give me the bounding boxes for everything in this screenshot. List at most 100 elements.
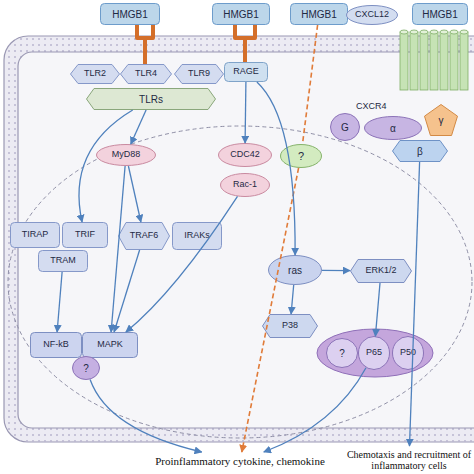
text-holder: ras — [268, 255, 322, 285]
text-holder: Chemotaxis and recruitment of inflammato… — [344, 446, 474, 474]
protein-hexagon: TLR9 — [174, 64, 224, 84]
node-label: P65 — [366, 348, 382, 358]
protein-ellipse: CXCL12 — [346, 5, 398, 25]
protein-ellipse: ? — [326, 338, 358, 368]
protein-box: TRIF — [62, 222, 108, 248]
protein-ellipse: Rac-1 — [220, 173, 270, 197]
text-holder: TLR9 — [174, 64, 224, 84]
text-holder: CDC42 — [218, 143, 272, 167]
protein-ellipse-fill — [327, 339, 358, 368]
protein-box-fill — [291, 4, 348, 25]
helix-top — [440, 30, 448, 34]
node-label: β — [417, 146, 423, 157]
node-label: TLRs — [139, 94, 163, 105]
text-holder: Rac-1 — [220, 173, 270, 197]
helix-body — [430, 32, 438, 90]
protein-box-fill — [225, 63, 268, 82]
protein-hexagon-fill — [175, 65, 224, 84]
protein-box-fill — [31, 333, 82, 358]
protein-box-fill — [63, 223, 108, 248]
protein-hexagon-fill — [71, 65, 120, 84]
node-label: ras — [288, 265, 302, 276]
transmembrane-helix — [410, 30, 418, 90]
protein-box: NF-kB — [30, 332, 82, 358]
protein-pentagon: γ — [424, 104, 458, 136]
text-holder: ERK1/2 — [350, 259, 412, 283]
text-holder: RAGE — [224, 62, 268, 82]
text-holder: TLR4 — [120, 64, 172, 84]
protein-box: HMGB1 — [100, 3, 160, 25]
node-label: Proinflammatory cytokine, chemokine — [155, 455, 325, 467]
protein-ellipse-fill — [219, 144, 272, 167]
signal-arrow — [131, 110, 146, 144]
signal-arrow — [257, 82, 295, 255]
protein-ellipse: α — [364, 116, 422, 140]
outcome-text: Chemotaxis and recruitment of inflammato… — [344, 446, 474, 474]
node-label: CXCR4 — [356, 102, 387, 112]
text-holder: α — [364, 116, 422, 140]
signal-arrow — [322, 270, 350, 272]
text-holder: HMGB1 — [100, 3, 160, 25]
protein-pentagon-fill — [425, 105, 458, 136]
protein-ellipse-fill — [347, 6, 398, 25]
protein-hexagon-fill — [87, 89, 216, 110]
outcome-text: Proinflammatory cytokine, chemokine — [130, 452, 350, 470]
text-holder: TRAF6 — [118, 222, 170, 250]
protein-ellipse: MyD88 — [96, 144, 156, 166]
signal-arrow — [264, 368, 366, 452]
text-holder: β — [392, 140, 448, 162]
signal-arrow — [291, 285, 294, 314]
protein-hexagon-fill — [351, 260, 412, 283]
text-holder: ? — [72, 356, 100, 380]
helix-top — [400, 30, 408, 34]
dashed-arrow — [242, 168, 299, 452]
node-label: P38 — [282, 321, 298, 331]
protein-hexagon: TLRs — [86, 88, 216, 110]
helix-top — [460, 30, 468, 34]
transmembrane-helix — [450, 30, 458, 90]
text-holder: P50 — [392, 336, 424, 370]
node-label: CXCL12 — [355, 10, 389, 20]
transmembrane-helix — [420, 30, 428, 90]
helix-body — [400, 32, 408, 90]
node-label: NF-kB — [43, 340, 69, 350]
node-label: TIRAP — [22, 230, 49, 240]
signal-arrow — [57, 272, 62, 332]
signal-arrow — [244, 82, 246, 143]
text-holder: CXCR4 — [342, 28, 474, 112]
protein-hexagon-fill — [119, 223, 170, 250]
protein-ellipse-fill — [359, 337, 390, 370]
protein-hexagon: ERK1/2 — [350, 259, 412, 283]
node-label: HMGB1 — [422, 9, 458, 20]
nucleus-boundary — [8, 126, 472, 438]
receptor-symbol-outline — [342, 28, 474, 112]
protein-hexagon: TRAF6 — [118, 222, 170, 250]
protein-ellipse: G — [330, 113, 360, 141]
text-holder: TIRAP — [10, 222, 60, 248]
node-label: ? — [298, 150, 304, 162]
protein-hexagon: P38 — [262, 314, 318, 338]
node-label: TRAM — [50, 256, 76, 266]
protein-ellipse: P50 — [392, 336, 424, 370]
node-label: HMGB1 — [112, 9, 148, 20]
node-label: ERK1/2 — [365, 266, 396, 276]
text-holder: γ — [424, 104, 458, 136]
text-holder: HMGB1 — [412, 3, 468, 25]
signal-arrow — [114, 250, 140, 332]
node-label: MAPK — [97, 340, 123, 350]
protein-ellipse-fill — [331, 114, 360, 141]
node-label: TRAF6 — [130, 231, 159, 241]
text-holder: MAPK — [82, 332, 138, 358]
helix-top — [450, 30, 458, 34]
node-label: IRAKs — [184, 231, 210, 241]
helix-body — [450, 32, 458, 90]
protein-ellipse: ras — [268, 255, 322, 285]
node-label: ? — [339, 348, 345, 359]
protein-box-fill — [39, 251, 88, 272]
helix-top — [430, 30, 438, 34]
text-holder: NF-kB — [30, 332, 82, 358]
text-holder: G — [330, 113, 360, 141]
helix-body — [440, 32, 448, 90]
signal-arrow — [126, 196, 238, 332]
node-label: P50 — [400, 348, 416, 358]
